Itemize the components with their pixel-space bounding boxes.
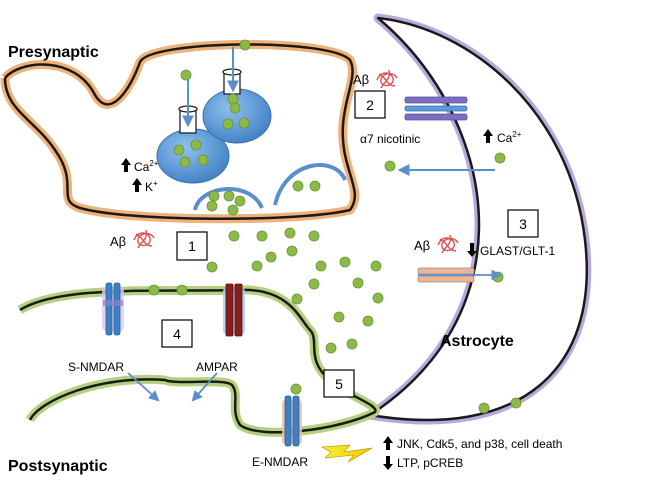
glutamate-dot	[206, 261, 218, 273]
glutamate-dot	[315, 260, 327, 272]
glutamate-dot	[176, 284, 188, 296]
outcome-down: LTP, pCREB	[383, 456, 463, 470]
svg-text:3: 3	[519, 216, 527, 232]
ampar-receptor	[223, 283, 245, 337]
glutamate-dot	[180, 69, 192, 81]
glast-label-group: GLAST/GLT-1	[467, 243, 555, 258]
glutamate-dot	[206, 200, 218, 212]
nicotinic-label: α7 nicotinic	[360, 132, 420, 146]
abeta-label-3: Aβ	[414, 238, 430, 253]
glutamate-dot	[309, 180, 321, 192]
glutamate-dot	[286, 245, 298, 257]
glutamate-dot	[492, 271, 504, 283]
glast-transporter	[417, 267, 503, 283]
glutamate-dot	[384, 160, 396, 172]
glutamate-dot	[229, 102, 241, 114]
glutamate-dot	[372, 292, 384, 304]
step-box-2: 2	[354, 90, 386, 119]
step-box-3: 3	[507, 209, 539, 238]
astrocyte-calcium-up: Ca2+	[483, 129, 522, 145]
glutamate-dot	[256, 230, 268, 242]
glutamate-dot	[179, 156, 191, 168]
glutamate-dot	[197, 154, 209, 166]
svg-text:K+: K+	[145, 179, 158, 194]
svg-text:4: 4	[173, 326, 181, 342]
glutamate-dot	[239, 39, 251, 51]
step-box-1: 1	[176, 231, 208, 261]
glutamate-dot	[208, 190, 220, 202]
presynaptic-label: Presynaptic	[8, 44, 99, 61]
glutamate-dot	[333, 311, 345, 323]
glutamate-dot	[222, 118, 234, 130]
lightning-bolt-icon	[321, 444, 373, 463]
glutamate-dot	[228, 230, 240, 242]
glutamate-dot	[510, 397, 522, 409]
s-nmdar-label: S-NMDAR	[68, 360, 124, 374]
svg-text:Ca2+: Ca2+	[497, 130, 522, 145]
abeta-label-1: Aβ	[110, 234, 126, 249]
glutamate-dot	[238, 117, 250, 129]
astrocyte-membrane	[365, 13, 592, 425]
svg-text:Ca2+: Ca2+	[134, 159, 159, 174]
astrocyte-label: Astrocyte	[440, 333, 514, 350]
glutamate-dot	[290, 383, 302, 395]
glutamate-dot	[265, 251, 277, 263]
glutamate-dot	[292, 180, 304, 192]
glutamate-dot	[325, 342, 337, 354]
glast-label: GLAST/GLT-1	[480, 244, 555, 258]
svg-text:5: 5	[335, 376, 343, 392]
nicotinic-receptor	[404, 96, 468, 121]
glutamate-dot	[346, 338, 358, 350]
presynaptic-potassium-up: K+	[132, 178, 158, 194]
glutamate-dot	[173, 144, 185, 156]
svg-text:JNK, Cdk5, and p38, cell death: JNK, Cdk5, and p38, cell death	[397, 437, 562, 451]
glutamate-dot	[339, 256, 351, 268]
glutamate-dot	[251, 260, 263, 272]
svg-text:1: 1	[188, 238, 196, 254]
glutamate-dot	[308, 230, 320, 242]
amyloid-beta-icon-3	[437, 234, 459, 254]
fusion-pit-left	[193, 187, 264, 211]
glutamate-dot	[234, 195, 246, 207]
step-box-5: 5	[323, 369, 355, 398]
glutamate-dot	[494, 152, 506, 164]
glutamate-dot	[291, 293, 303, 305]
glutamate-dot	[284, 227, 296, 239]
glutamate-dot	[308, 278, 320, 290]
svg-text:2: 2	[366, 97, 374, 113]
signal-arrow-s-nmdar	[127, 372, 160, 402]
amyloid-beta-icon-2	[376, 69, 398, 89]
postsynaptic-label: Postsynaptic	[8, 458, 108, 475]
presynaptic-calcium-up: Ca2+	[121, 158, 159, 174]
amyloid-beta-icon-1	[133, 229, 155, 249]
e-nmdar-receptor	[282, 395, 302, 447]
signal-arrow-ampar	[191, 372, 218, 402]
ampar-label: AMPAR	[196, 360, 238, 374]
e-nmdar-label: E-NMDAR	[252, 455, 308, 469]
s-nmdar-receptor	[102, 282, 124, 336]
glutamate-dot	[190, 139, 202, 151]
outcome-up: JNK, Cdk5, and p38, cell death	[383, 436, 562, 451]
glutamate-dot	[362, 315, 374, 327]
glutamate-dot	[227, 204, 239, 216]
glutamate-dot	[478, 402, 490, 414]
presynaptic-membrane	[0, 40, 360, 224]
fusion-pit-right	[273, 163, 347, 206]
abeta-label-2: Aβ	[353, 72, 369, 87]
glutamate-dot	[352, 277, 364, 289]
glutamate-dot	[227, 93, 239, 105]
glutamate-dot	[370, 260, 382, 272]
svg-text:LTP, pCREB: LTP, pCREB	[397, 456, 463, 470]
step-box-4: 4	[161, 319, 193, 348]
glutamate-dot	[223, 190, 235, 202]
glutamate-dot	[148, 284, 160, 296]
